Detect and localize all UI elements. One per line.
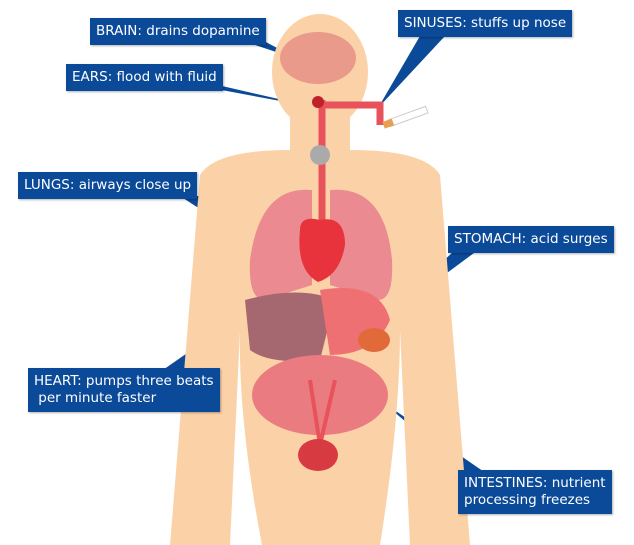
heart-label-line1: HEART: pumps three beats	[34, 373, 214, 389]
intestines-label: INTESTINES: nutrient processing freezes	[458, 470, 612, 514]
ears-label: EARS: flood with fluid	[66, 64, 223, 91]
left-lung	[249, 189, 312, 300]
brain	[280, 32, 356, 84]
lungs-label: LUNGS: airways close up	[18, 172, 198, 199]
liver	[245, 292, 335, 362]
intestines-label-line1: INTESTINES: nutrient	[464, 475, 606, 491]
heart	[299, 218, 345, 282]
bladder	[298, 439, 338, 471]
intestines-label-line2: processing freezes	[464, 492, 591, 508]
brain-label: BRAIN: drains dopamine	[90, 18, 266, 45]
sinuses-label: SINUSES: stuffs up nose	[398, 10, 573, 37]
stomach-label: STOMACH: acid surges	[448, 226, 614, 253]
pancreas	[358, 328, 390, 352]
cigarette	[387, 105, 429, 128]
right-lung	[330, 189, 393, 300]
sinuses-pointer	[378, 36, 445, 108]
intestines	[252, 355, 388, 435]
heart-label: HEART: pumps three beats per minute fast…	[28, 368, 220, 412]
heart-label-line2: per minute faster	[34, 390, 157, 406]
